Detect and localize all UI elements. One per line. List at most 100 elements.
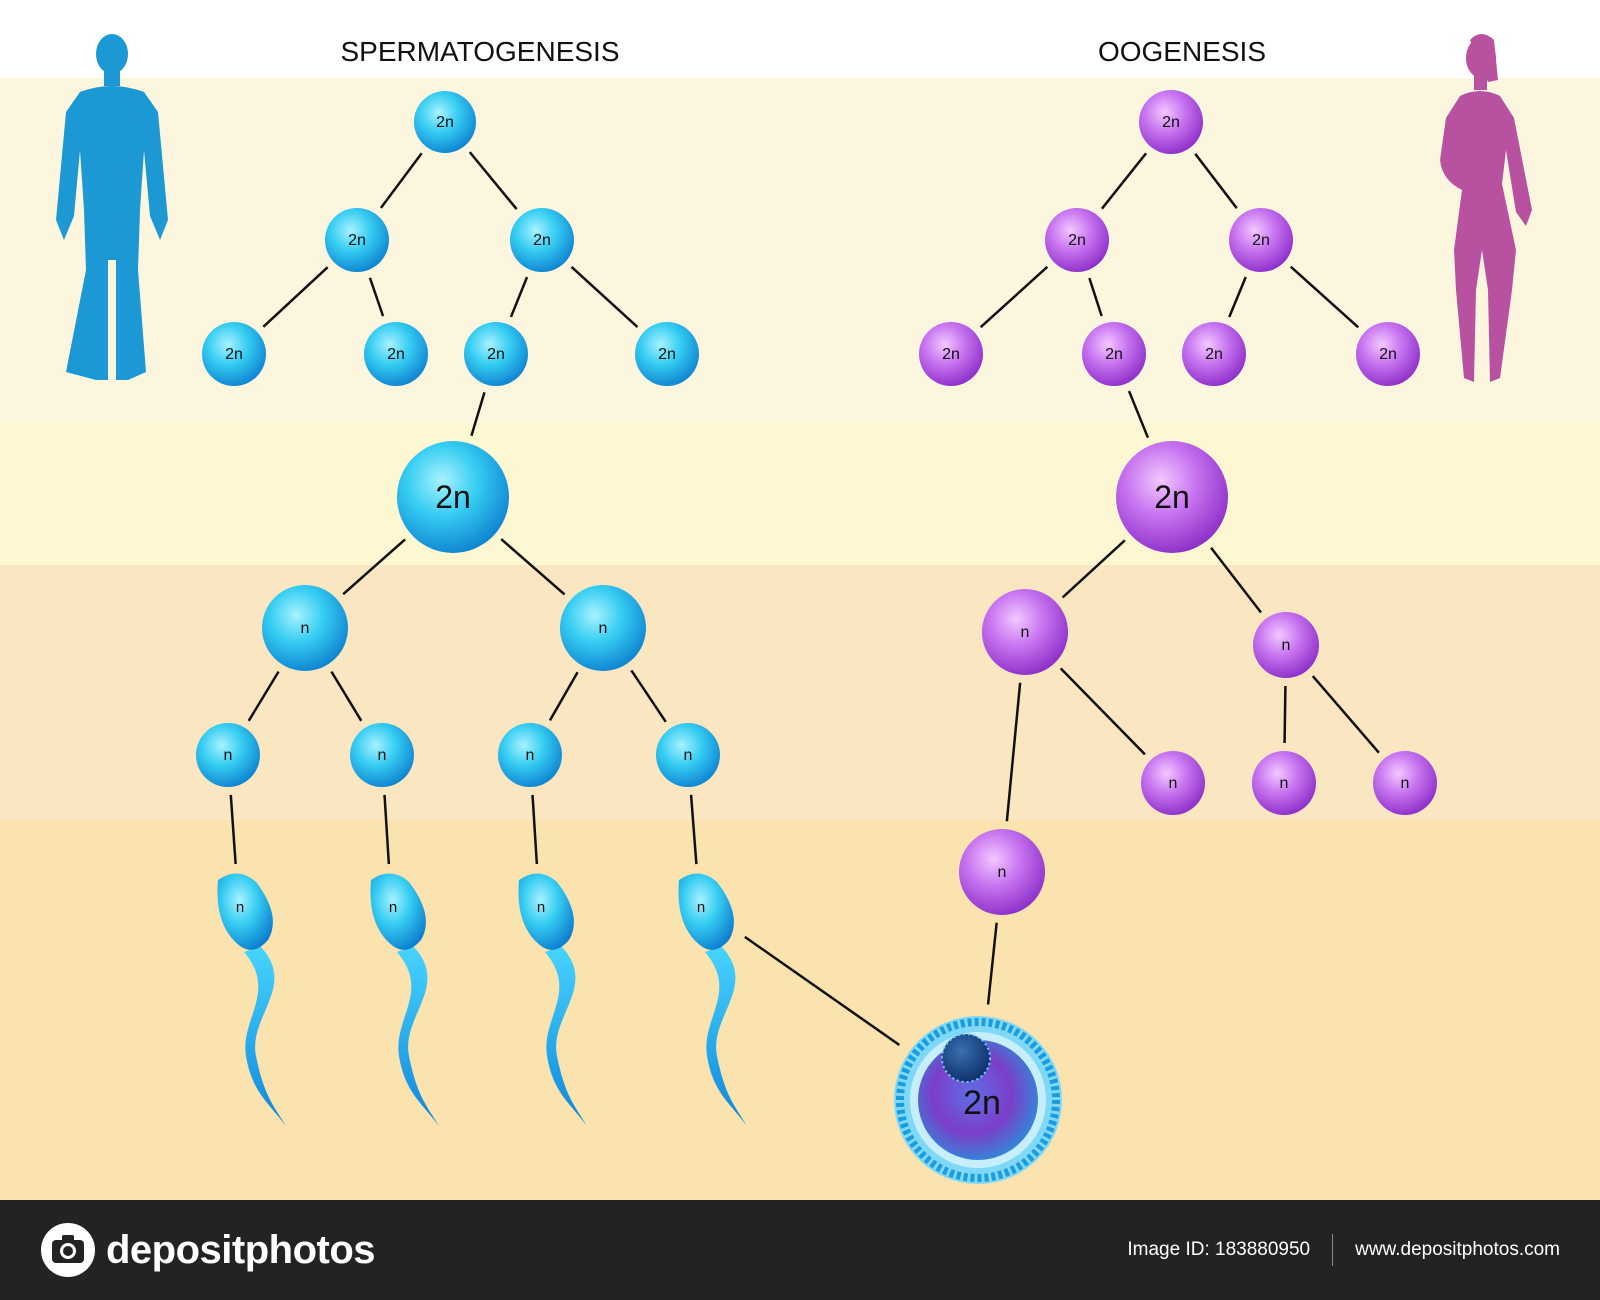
sperm-cell-body [202, 322, 266, 386]
sperm-cell-label: 2n [348, 232, 366, 249]
sperm-cell-label: n [599, 620, 608, 637]
ovum-link [986, 922, 998, 1005]
oo-cell-label: 2n [1105, 346, 1123, 363]
lineage-lines [229, 151, 1380, 1046]
oo-cell-body [1139, 90, 1203, 154]
oo-cell-body [1252, 751, 1316, 815]
camera-logo-icon [41, 1223, 95, 1277]
sperm-link [500, 538, 566, 596]
oogenesis-title: OOGENESIS [1098, 36, 1266, 67]
oo-link [1127, 390, 1150, 439]
sperm-cell: 2n [635, 322, 699, 386]
sperm-link [379, 152, 423, 209]
sperm-link [330, 670, 363, 722]
sperm-cell-body [414, 91, 476, 153]
oo-cell-label: 2n [942, 346, 960, 363]
female-silhouette-icon [1440, 34, 1532, 382]
fertilization-link [744, 935, 901, 1046]
sperm-cell-body [498, 723, 562, 787]
sperm-tail [545, 946, 587, 1126]
sperm-cell: 2n [414, 91, 476, 153]
sperm-cell-label: 2n [387, 346, 405, 363]
oo-link [979, 265, 1049, 329]
oo-cell-body [959, 829, 1045, 915]
spermatid-link [383, 794, 391, 865]
sperm-link [247, 670, 280, 722]
oo-link [1088, 277, 1103, 317]
oo-link [1061, 539, 1126, 599]
sperm-cell-body [325, 208, 389, 272]
sperm-cell-label: 2n [533, 232, 551, 249]
oo-link [1228, 276, 1247, 318]
sperm-cell-label: n [301, 620, 310, 637]
oo-cell-label: 2n [1379, 346, 1397, 363]
spermatozoon-label: n [537, 899, 545, 916]
sperm-link [548, 671, 579, 721]
brand-logo[interactable]: depositphotos [40, 1220, 376, 1280]
oo-cell: 2n [1229, 208, 1293, 272]
sperm-link [630, 669, 667, 723]
sperm-head [518, 873, 574, 950]
sperm-link [368, 277, 385, 317]
sperm-link [470, 391, 486, 437]
spermatogenesis-title: SPERMATOGENESIS [340, 36, 619, 67]
oo-link [1210, 546, 1262, 614]
sperm-cell-label: 2n [487, 346, 505, 363]
sperm-link [468, 151, 518, 210]
sperm-cell: n [262, 585, 348, 671]
band-top [0, 0, 1600, 78]
sperm-cell-body [350, 723, 414, 787]
spermatozoon-label: n [697, 899, 705, 916]
oo-cell: 2n [1139, 90, 1203, 154]
footer-meta: Image ID: 183880950 www.depositphotos.co… [1127, 1234, 1560, 1266]
oo-cell-label: 2n [1162, 114, 1180, 131]
sperm-cell-body [464, 322, 528, 386]
oo-cell-label: n [1280, 775, 1289, 792]
oo-cell-body [1045, 208, 1109, 272]
oo-cell-body [982, 589, 1068, 675]
sperm-tail [244, 946, 286, 1126]
oo-link [1100, 152, 1148, 210]
oo-link [1194, 153, 1238, 209]
oo-cell: n [982, 589, 1068, 675]
oo-link [1059, 667, 1146, 756]
spermatozoon-label: n [236, 899, 244, 916]
oo-cell: 2n [1045, 208, 1109, 272]
oo-link [1289, 265, 1360, 329]
sperm-head [678, 873, 734, 950]
image-id: Image ID: 183880950 [1127, 1239, 1311, 1260]
sperm-cell-label: n [378, 747, 387, 764]
spermatid-link [531, 794, 539, 865]
sperm-tail [705, 946, 747, 1126]
oo-cell-label: n [998, 864, 1007, 881]
sperm-cell-body [262, 585, 348, 671]
sperm-cell: 2n [325, 208, 389, 272]
brand-name: depositphotos [106, 1227, 376, 1272]
oo-cell-label: 2n [1154, 479, 1190, 515]
oo-cell: 2n [919, 322, 983, 386]
band-proliferation [0, 78, 1600, 423]
sperm-cell-label: 2n [225, 346, 243, 363]
sperm-cell: n [196, 723, 260, 787]
oo-cell-label: 2n [1252, 232, 1270, 249]
oo-cell-label: n [1282, 637, 1291, 654]
oo-cell-body [1116, 441, 1228, 553]
oo-cell: 2n [1116, 441, 1228, 553]
sperm-cell: 2n [510, 208, 574, 272]
spermatozoon: n [678, 873, 747, 1126]
spermatozoon: n [518, 873, 587, 1126]
site-link[interactable]: www.depositphotos.com [1355, 1239, 1560, 1260]
oo-cell: n [1141, 751, 1205, 815]
oo-cell-body [1141, 751, 1205, 815]
sperm-link [509, 276, 529, 318]
spermatozoon: n [217, 873, 286, 1126]
sperm-cell-label: 2n [658, 346, 676, 363]
sperm-cell: n [350, 723, 414, 787]
oo-link [1005, 682, 1022, 822]
sperm-head [217, 873, 273, 950]
sperm-cell-body [635, 322, 699, 386]
oo-cell-label: n [1021, 624, 1030, 641]
